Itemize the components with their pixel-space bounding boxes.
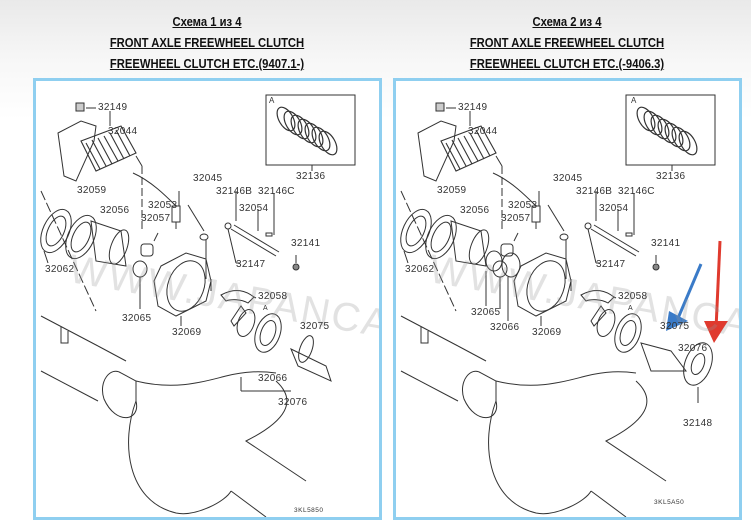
- scheme-2-link[interactable]: Схема 2 из 4: [532, 15, 602, 29]
- scheme-2-title-line2[interactable]: FREEWHEEL CLUTCH ETC.(-9406.3): [469, 57, 665, 71]
- part-label[interactable]: 32136: [296, 171, 326, 182]
- part-label[interactable]: 32141: [651, 238, 681, 249]
- scheme-1-header: Схема 1 из 4 FRONT AXLE FREEWHEEL CLUTCH…: [27, 12, 387, 75]
- scheme-1-link[interactable]: Схема 1 из 4: [172, 15, 242, 29]
- part-label[interactable]: 32053: [148, 200, 178, 211]
- blue-arrow-icon: [666, 263, 703, 331]
- part-label[interactable]: 32057: [501, 213, 531, 224]
- inset-label: A: [269, 96, 275, 105]
- part-label[interactable]: 32069: [172, 327, 202, 338]
- part-label[interactable]: 32147: [236, 259, 266, 270]
- ref-label: A: [628, 305, 633, 312]
- part-label[interactable]: 32065: [471, 307, 501, 318]
- red-arrow-icon: [704, 240, 728, 343]
- part-label[interactable]: 32136: [656, 171, 686, 182]
- part-label[interactable]: 32069: [532, 327, 562, 338]
- part-label[interactable]: 32141: [291, 238, 321, 249]
- part-label[interactable]: 32148: [683, 418, 713, 429]
- part-label[interactable]: 32045: [553, 173, 583, 184]
- part-label[interactable]: 32149: [458, 102, 488, 113]
- part-label[interactable]: 32149: [98, 102, 128, 113]
- scheme-2-diagram[interactable]: WWW.JAPANCATS.RU A 32149 32044 32136 320…: [393, 78, 742, 520]
- part-label[interactable]: 32056: [460, 205, 490, 216]
- inset-label: A: [631, 96, 637, 105]
- diagram-code: 3KL5850: [294, 507, 324, 514]
- flange-32148: [683, 342, 713, 403]
- scheme-1-diagram[interactable]: WWW.JAPANCATS.RU A 32149 32044 32136 320…: [33, 78, 382, 520]
- part-label[interactable]: 32146C: [258, 186, 295, 197]
- part-label[interactable]: 32044: [468, 126, 498, 137]
- part-label[interactable]: 32075: [300, 321, 330, 332]
- part-label[interactable]: 32147: [596, 259, 626, 270]
- part-label[interactable]: 32057: [141, 213, 171, 224]
- part-label[interactable]: 32146B: [216, 186, 253, 197]
- part-label[interactable]: 32056: [100, 205, 130, 216]
- part-label[interactable]: 32059: [437, 185, 467, 196]
- part-label[interactable]: 32146B: [576, 186, 613, 197]
- scheme-1-title-line1[interactable]: FRONT AXLE FREEWHEEL CLUTCH: [109, 36, 305, 50]
- part-label[interactable]: 32058: [618, 291, 648, 302]
- part-label[interactable]: 32054: [239, 203, 269, 214]
- scheme-2-header: Схема 2 из 4 FRONT AXLE FREEWHEEL CLUTCH…: [387, 12, 747, 75]
- part-label[interactable]: 32066: [490, 322, 520, 333]
- part-label[interactable]: 32059: [77, 185, 107, 196]
- part-label[interactable]: 32053: [508, 200, 538, 211]
- parts-drawing: [36, 94, 356, 517]
- part-label[interactable]: 32044: [108, 126, 138, 137]
- part-label[interactable]: 32062: [405, 264, 435, 275]
- parts-drawing: [396, 94, 728, 517]
- part-label[interactable]: 32146C: [618, 186, 655, 197]
- part-label[interactable]: 32075: [660, 321, 690, 332]
- part-label[interactable]: 32062: [45, 264, 75, 275]
- part-label[interactable]: 32076: [678, 343, 708, 354]
- part-label[interactable]: 32076: [278, 397, 308, 408]
- ref-label: A: [263, 305, 268, 312]
- part-label[interactable]: 32058: [258, 291, 288, 302]
- part-label[interactable]: 32054: [599, 203, 629, 214]
- part-label[interactable]: 32066: [258, 373, 288, 384]
- scheme-1-title-line2[interactable]: FREEWHEEL CLUTCH ETC.(9407.1-): [109, 57, 305, 71]
- scheme-2-title-line1[interactable]: FRONT AXLE FREEWHEEL CLUTCH: [469, 36, 665, 50]
- part-label[interactable]: 32045: [193, 173, 223, 184]
- part-label[interactable]: 32065: [122, 313, 152, 324]
- diagram-code: 3KL5A50: [654, 499, 685, 506]
